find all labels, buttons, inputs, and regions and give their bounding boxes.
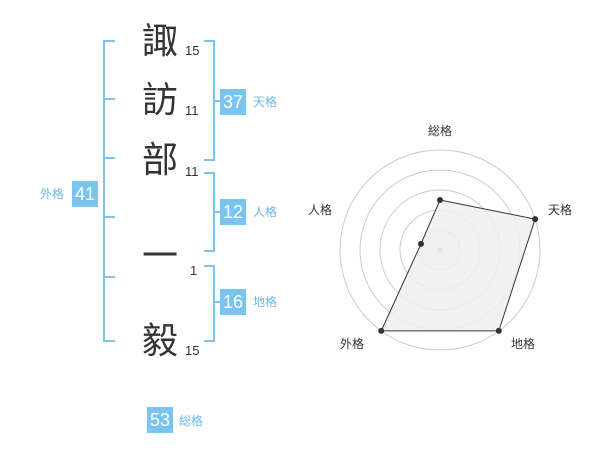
radar-point-3 (378, 327, 385, 334)
name-char: 訪 (141, 80, 178, 121)
chikaku-label: 地格 (253, 295, 278, 309)
axis-label-chikaku: 地格 (511, 337, 536, 351)
name-char: 一 (141, 236, 178, 277)
axis-label-gaikaku: 外格 (340, 337, 365, 351)
jinkaku-label: 人格 (253, 205, 278, 219)
radar-point-2 (495, 327, 502, 334)
gaikaku-label: 外格 (40, 187, 65, 201)
axis-label-tenkaku: 天格 (548, 203, 573, 217)
jinkaku-connector (213, 211, 220, 213)
chikaku-connector (213, 301, 220, 303)
tenkaku-label: 天格 (253, 95, 278, 109)
tenkaku-value: 37 (220, 89, 246, 115)
stroke-count: 11 (185, 164, 199, 179)
stroke-count: 11 (185, 103, 199, 118)
stroke-count: 1 (190, 263, 198, 278)
soukaku-value: 53 (147, 407, 173, 433)
jinkaku-value: 12 (220, 199, 246, 225)
soukaku-label: 総格 (179, 414, 204, 428)
stroke-count: 15 (185, 43, 200, 58)
name-char: 諏 (141, 21, 178, 62)
gaikaku-tick (105, 157, 115, 159)
gaikaku-bracket (103, 40, 115, 342)
radar-series (380, 199, 536, 332)
axis-label-soukaku: 総格 (428, 124, 453, 138)
name-char: 毅 (141, 321, 178, 362)
gaikaku-tick (105, 276, 115, 278)
gaikaku-tick (105, 216, 115, 218)
radar-point-4 (417, 240, 424, 247)
name-char: 部 (141, 140, 178, 181)
stroke-count: 15 (185, 343, 200, 358)
tenkaku-connector (213, 100, 220, 102)
gaikaku-value: 41 (72, 181, 98, 207)
radar-point-0 (437, 197, 443, 203)
gaikaku-tick (105, 98, 115, 100)
chikaku-bracket (204, 265, 215, 342)
chikaku-value: 16 (220, 289, 246, 315)
axis-label-jinkaku: 人格 (308, 203, 333, 217)
radar-ring (339, 149, 541, 351)
radar-point-1 (532, 216, 539, 223)
